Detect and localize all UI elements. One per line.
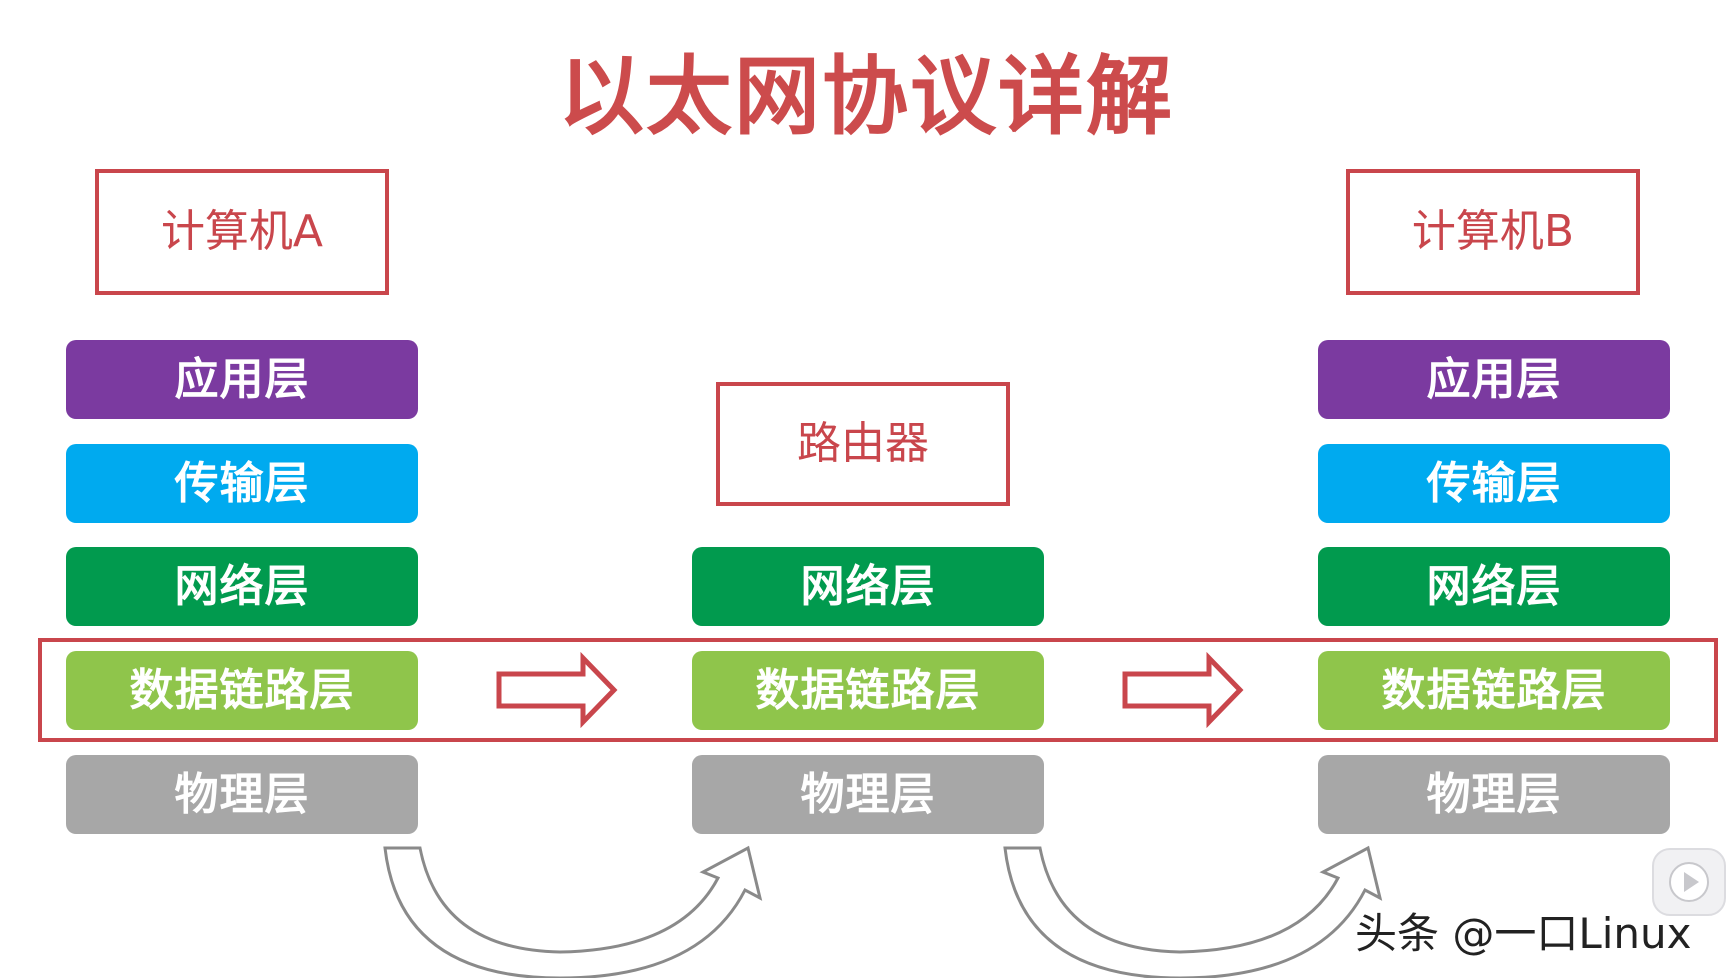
computer-a-physical-layer: 物理层 xyxy=(66,755,418,834)
router-datalink-layer: 数据链路层 xyxy=(692,651,1044,730)
computer-b-label: 计算机B xyxy=(1346,169,1640,295)
computer-a-transport-layer: 传输层 xyxy=(66,444,418,523)
right-arrow-icon xyxy=(496,651,618,729)
computer-a-application-layer: 应用层 xyxy=(66,340,418,419)
diagram-title: 以太网协议详解 xyxy=(558,47,1174,147)
router-network-layer: 网络层 xyxy=(692,547,1044,626)
computer-b-transport-layer: 传输层 xyxy=(1318,444,1670,523)
curved-arrow-icon xyxy=(1003,845,1383,978)
datalink-highlight-frame xyxy=(38,638,1718,742)
computer-b-datalink-layer: 数据链路层 xyxy=(1318,651,1670,730)
computer-a-label: 计算机A xyxy=(95,169,389,295)
router-physical-layer: 物理层 xyxy=(692,755,1044,834)
computer-a-network-layer: 网络层 xyxy=(66,547,418,626)
computer-a-datalink-layer: 数据链路层 xyxy=(66,651,418,730)
curved-arrow-icon xyxy=(383,845,763,978)
computer-b-network-layer: 网络层 xyxy=(1318,547,1670,626)
right-arrow-icon xyxy=(1122,651,1244,729)
router-label: 路由器 xyxy=(716,382,1010,506)
watermark-text: 头条 @一口Linux xyxy=(1355,909,1692,958)
play-icon[interactable] xyxy=(1652,848,1726,916)
computer-b-application-layer: 应用层 xyxy=(1318,340,1670,419)
computer-b-physical-layer: 物理层 xyxy=(1318,755,1670,834)
